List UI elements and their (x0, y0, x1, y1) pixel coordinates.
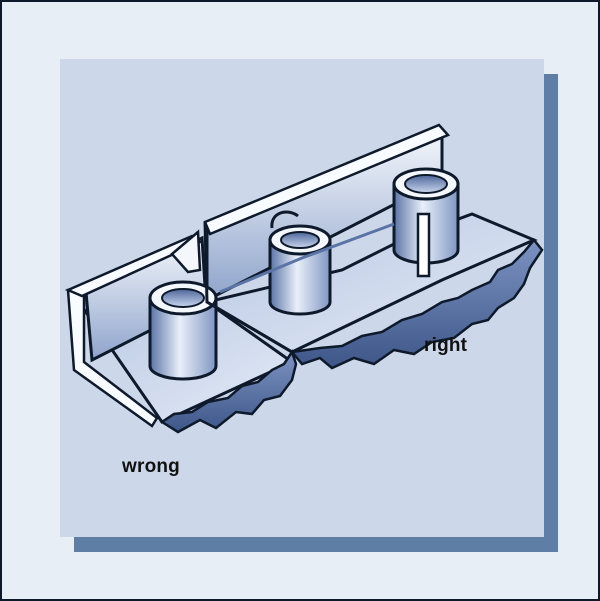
right-boss-with-slot (392, 167, 460, 278)
middle-boss (268, 210, 332, 316)
wrong-break-edge (159, 349, 298, 434)
wrong-flange-top (64, 234, 203, 298)
label-wrong: wrong (122, 456, 180, 477)
right-segment (203, 123, 544, 370)
wrong-boss (148, 280, 218, 381)
label-right: right (424, 335, 468, 356)
wrong-segment (64, 229, 298, 434)
segment-divider (203, 221, 293, 354)
right-flange-top (203, 123, 451, 236)
relief-slot (416, 212, 431, 278)
right-break-edge (289, 238, 544, 370)
